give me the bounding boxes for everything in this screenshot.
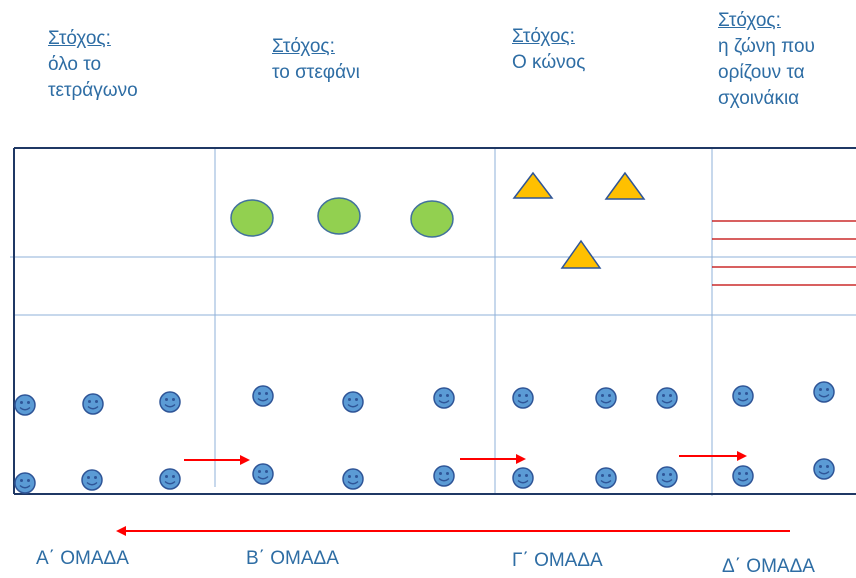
smiley-face-icon: [813, 381, 835, 403]
smiley-face-icon: [512, 387, 534, 409]
team-label-c: Γ΄ ΟΜΑΔΑ: [512, 550, 603, 571]
smiley-face-icon: [656, 387, 678, 409]
smiley-face-icon: [252, 385, 274, 407]
target-text-line: Ο κώνος: [512, 52, 586, 73]
hoops: [230, 197, 454, 238]
smiley-face-icon: [433, 465, 455, 487]
smiley-face-icon: [656, 466, 678, 488]
target-label-team-b: Στόχος: το στεφάνι: [272, 34, 360, 86]
cone: [512, 171, 554, 199]
direction-arrows: [116, 451, 790, 536]
target-label-team-a: Στόχος: όλο το τετράγωνο: [48, 26, 138, 104]
target-text-line: τετράγωνο: [48, 80, 138, 101]
grid-lines: [10, 147, 856, 496]
target-text-line: όλο το: [48, 54, 102, 75]
cone: [560, 239, 602, 269]
smiley-face-icon: [512, 467, 534, 489]
field-border: [13, 147, 856, 495]
target-text-line: ορίζουν τα: [718, 62, 805, 83]
smiley-face-icon: [342, 391, 364, 413]
target-text-line: σχοινάκια: [718, 88, 800, 109]
smiley-face-icon: [14, 472, 36, 494]
target-heading: Στόχος:: [272, 36, 335, 57]
smiley-face-icon: [14, 394, 36, 416]
hoop: [317, 197, 361, 235]
smiley-face-icon: [595, 467, 617, 489]
target-label-team-c: Στόχος: Ο κώνος: [512, 24, 585, 76]
target-heading: Στόχος:: [512, 26, 575, 47]
cone: [604, 171, 646, 200]
ropes: [712, 220, 856, 286]
team-label-b: Β΄ ΟΜΑΔΑ: [246, 548, 339, 569]
team-label-d: Δ΄ ΟΜΑΔΑ: [722, 556, 815, 577]
target-label-team-d: Στόχος: η ζώνη που ορίζουν τα σχοινάκια: [718, 8, 815, 112]
smiley-face-icon: [159, 468, 181, 490]
smiley-face-icon: [82, 393, 104, 415]
smiley-face-icon: [813, 458, 835, 480]
hoop: [230, 199, 274, 237]
smiley-face-icon: [595, 387, 617, 409]
smiley-face-icon: [252, 463, 274, 485]
target-text-line: η ζώνη που: [718, 36, 815, 57]
target-heading: Στόχος:: [718, 10, 781, 31]
hoop: [410, 200, 454, 238]
team-label-a: Α΄ ΟΜΑΔΑ: [36, 548, 129, 569]
players: [14, 381, 835, 494]
smiley-face-icon: [81, 469, 103, 491]
smiley-face-icon: [342, 468, 364, 490]
cones: [512, 171, 646, 269]
target-text-line: το στεφάνι: [272, 62, 360, 83]
smiley-face-icon: [433, 387, 455, 409]
smiley-face-icon: [732, 465, 754, 487]
smiley-face-icon: [732, 385, 754, 407]
target-heading: Στόχος:: [48, 28, 111, 49]
smiley-face-icon: [159, 391, 181, 413]
